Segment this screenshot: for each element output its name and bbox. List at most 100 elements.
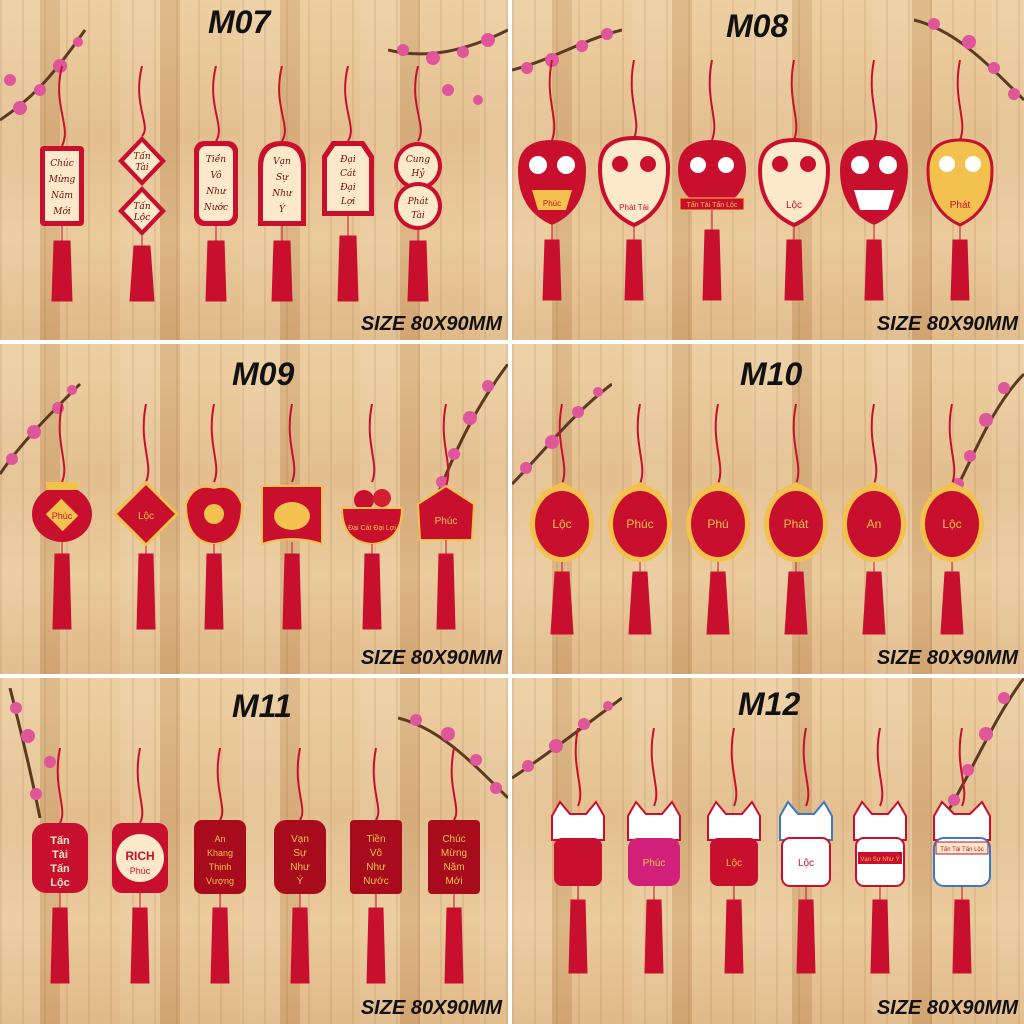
blossom-branch-left <box>512 382 612 486</box>
blossom-branch-right <box>398 714 508 800</box>
svg-text:Phát: Phát <box>407 196 429 207</box>
svg-text:Vạn: Vạn <box>273 157 291 167</box>
ornament: Phú <box>686 404 750 635</box>
svg-text:Mừng: Mừng <box>48 174 76 185</box>
svg-text:Như: Như <box>205 187 227 197</box>
product-code: M11 <box>232 688 292 724</box>
svg-text:Năm: Năm <box>443 862 464 873</box>
ornament: Lộc <box>707 728 761 974</box>
blossom-branch-left <box>0 382 82 475</box>
ornament: Lộc <box>112 404 180 630</box>
lucky-cat-ornaments: Phúc Lộc Lộc Vạn Sự Như Ý Tấn Tài Tấn Lộ… <box>551 728 991 974</box>
product-code: M08 <box>726 8 789 44</box>
svg-text:Lộc: Lộc <box>798 858 814 869</box>
size-label: SIZE 80X90MM <box>360 313 502 335</box>
product-code: M10 <box>740 356 803 392</box>
svg-text:Vô: Vô <box>370 848 383 859</box>
size-label: SIZE 80X90MM <box>360 647 502 669</box>
product-code: M07 <box>208 4 271 40</box>
ornament: Phúc <box>608 404 672 635</box>
size-label: SIZE 80X90MM <box>360 997 502 1019</box>
blossom-branch-right <box>914 18 1024 102</box>
ornament: Tấn Tài Tấn Lộc <box>933 728 991 974</box>
panel-m10: M10 SIZE 80X90MM Lộc Phúc Phú Phát An Lộ… <box>512 344 1024 674</box>
svg-text:Tấn: Tấn <box>133 151 151 162</box>
svg-text:RICH: RICH <box>125 849 154 863</box>
svg-text:Khang: Khang <box>207 848 233 858</box>
ornament: Phát <box>764 404 828 635</box>
svg-text:Hỷ: Hỷ <box>411 168 426 179</box>
svg-text:Phát: Phát <box>784 517 809 531</box>
svg-text:Lộc: Lộc <box>786 200 802 211</box>
svg-text:Vượng: Vượng <box>206 876 234 886</box>
svg-text:Tấn Tài Tấn Lộc: Tấn Tài Tấn Lộc <box>687 200 738 209</box>
size-label: SIZE 80X90MM <box>876 647 1018 669</box>
svg-text:Tấn: Tấn <box>133 201 151 212</box>
svg-text:Năm: Năm <box>50 190 73 201</box>
svg-text:Ý: Ý <box>297 874 304 887</box>
ornament: Lộc <box>530 404 594 635</box>
ornament: Vạn Sự Như Ý <box>252 65 312 311</box>
ornament: Tấn Tài Tấn Lộc <box>678 60 746 301</box>
svg-text:Mới: Mới <box>52 206 71 217</box>
svg-text:Như: Như <box>290 862 310 873</box>
svg-text:Phúc: Phúc <box>643 858 666 869</box>
ornament <box>184 404 244 630</box>
svg-text:Tài: Tài <box>52 849 68 861</box>
svg-text:Tài: Tài <box>135 162 149 173</box>
blossom-branch-left <box>0 29 87 122</box>
ornament: Lộc <box>779 728 833 974</box>
svg-text:Cát: Cát <box>340 168 356 179</box>
svg-text:Phúc: Phúc <box>52 511 73 521</box>
blossom-branch-right <box>436 364 508 495</box>
svg-text:Cung: Cung <box>406 155 430 165</box>
svg-text:Lộc: Lộc <box>942 517 961 531</box>
svg-text:Như: Như <box>366 862 386 873</box>
product-code: M12 <box>738 686 801 722</box>
panel-m08: M08 SIZE 80X90MM Phúc Phát Tài <box>512 0 1024 340</box>
svg-text:Tiền: Tiền <box>206 154 226 165</box>
ornament: Lộc <box>920 404 984 635</box>
svg-text:Tiền: Tiền <box>366 833 385 845</box>
svg-text:Vạn Sự Như Ý: Vạn Sự Như Ý <box>860 856 899 863</box>
svg-text:An: An <box>214 834 225 844</box>
size-label: SIZE 80X90MM <box>876 313 1018 335</box>
svg-text:Nước: Nước <box>203 202 228 213</box>
panel-m12: M12 SIZE 80X90MM Phúc Lộc Lộc Vạn Sự Như… <box>512 678 1024 1024</box>
ornament: Vạn Sự Như Ý <box>853 728 907 974</box>
ornament <box>551 728 605 974</box>
ornament <box>261 404 323 630</box>
svg-text:Lợi: Lợi <box>340 197 355 207</box>
svg-text:Tài: Tài <box>411 210 425 221</box>
product-code: M09 <box>232 356 295 392</box>
svg-text:Đại: Đại <box>339 155 356 165</box>
blossom-branch-left <box>512 28 622 74</box>
svg-text:Phát: Phát <box>950 200 971 211</box>
svg-text:Phúc: Phúc <box>543 199 561 208</box>
size-label: SIZE 80X90MM <box>876 997 1018 1019</box>
svg-text:Sự: Sự <box>276 173 289 183</box>
svg-text:Như: Như <box>271 189 293 199</box>
svg-text:Mừng: Mừng <box>441 848 467 859</box>
ornament: Tấn Tài Tấn Lộc <box>112 65 172 311</box>
svg-text:Lộc: Lộc <box>50 877 70 889</box>
ornament: Tiền Vô Như Nước <box>186 65 246 311</box>
svg-text:Đại Cát Đại Lợi: Đại Cát Đại Lợi <box>348 525 396 532</box>
ornament: Phát Tài <box>597 60 671 301</box>
ornament: An <box>842 404 906 635</box>
ornament: Đại Cát Đại Lợi <box>340 404 404 630</box>
lion-head-ornaments: Phúc Phát Tài Tấn Tài Tấn Lộc <box>518 60 994 301</box>
svg-text:Vô: Vô <box>210 170 222 181</box>
medallion-ornaments: Lộc Phúc Phú Phát An Lộc <box>530 404 984 635</box>
ornament: Cung Hỷ Phát Tài <box>388 65 448 311</box>
ornament: Lộc <box>757 60 831 301</box>
svg-text:Phúc: Phúc <box>435 516 458 527</box>
svg-text:Lộc: Lộc <box>133 212 150 223</box>
svg-text:Đại: Đại <box>339 183 356 193</box>
